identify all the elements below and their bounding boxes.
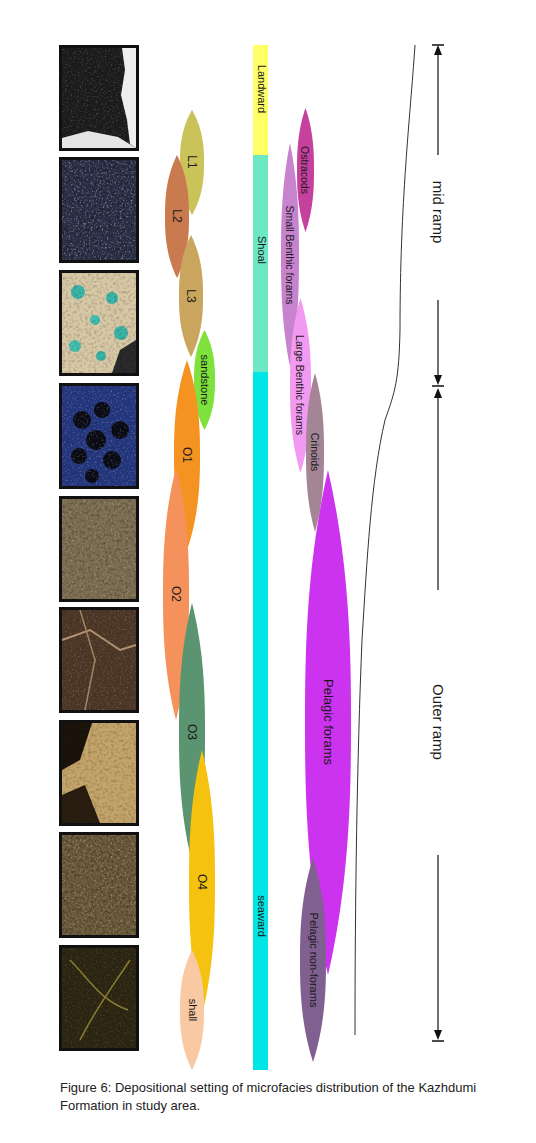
node-label: Landward [255,65,266,113]
micrograph-texture [62,499,136,599]
node-label: Small Benthic forams [285,205,296,304]
node-label: Ostracods [300,146,311,194]
micrograph [62,835,136,935]
micrograph-texture [62,835,136,935]
zone-band: seaward [253,372,268,1070]
micrograph [62,48,136,148]
micrograph-texture [62,386,136,486]
micrograph-frame [59,945,139,1051]
lens-shape [297,108,314,232]
micrograph-frame [59,720,139,826]
micrograph-frame [59,832,139,938]
facies-lens: shall [180,950,204,1070]
node-label: O3 [186,724,198,740]
extent-line [437,397,438,590]
micrograph-texture [62,160,136,260]
extent-tick [432,1040,444,1042]
micrograph [62,610,136,710]
node-label: L1 [186,155,198,168]
micrograph-texture [62,48,136,148]
micrograph-texture [62,160,136,260]
micrograph-frame [59,270,139,376]
node-label: sandstone [199,355,210,406]
ramp-label: Outer ramp [431,684,446,760]
micrograph-texture [62,723,136,823]
micrograph-frame [59,383,139,489]
node-label: O2 [170,586,182,602]
extent-line [437,55,438,155]
zone-band: Shoal [253,155,268,372]
node-label: L2 [171,209,183,222]
micrograph [62,386,136,486]
zone-band: Landward [253,45,268,155]
node-label: O1 [181,447,193,463]
caption-holder: Figure 6: Depositional setting of microf… [60,1079,494,1114]
node-label: Crinoids [310,433,321,472]
figure-caption: Figure 6: Depositional setting of microf… [60,1079,494,1114]
micrograph-frame [59,157,139,263]
micrograph [62,723,136,823]
node-label: Pelagic forams [322,679,335,765]
micrograph-frame [59,496,139,602]
node-label: shall [187,999,198,1022]
arrow-head [434,388,442,398]
ramp-profile [355,45,415,1035]
lens-shape [300,858,326,1062]
micrograph [62,160,136,260]
micrograph-texture [62,948,136,1048]
micrograph-frame [59,45,139,151]
fossil-lens: Ostracods [297,108,314,232]
extent-tick [432,385,444,387]
extent-line [437,855,438,1031]
node-label: L3 [185,289,197,302]
micrograph-texture [62,273,136,373]
node-label: Large Benthic forams [295,335,306,435]
micrograph-frame [59,607,139,713]
arrow-head [434,375,442,385]
micrograph [62,499,136,599]
micrograph [62,273,136,373]
arrow-head [434,1030,442,1040]
micrograph-texture [62,610,136,710]
node-label: seaward [255,896,266,938]
lens-shape [179,235,203,357]
micrograph [62,948,136,1048]
facies-lens: L3 [179,235,203,357]
node-label: Shoal [255,236,266,264]
fossil-lens: Pelagic non-forams [300,858,326,1062]
micrograph-texture [62,835,136,935]
ramp-label: mid ramp [431,181,446,244]
node-label: O4 [196,874,208,890]
arrow-head [434,45,442,55]
lens-shape [180,950,204,1070]
extent-line [437,300,438,376]
node-label: Pelagic non-forams [308,913,319,1008]
micrograph-texture [62,499,136,599]
